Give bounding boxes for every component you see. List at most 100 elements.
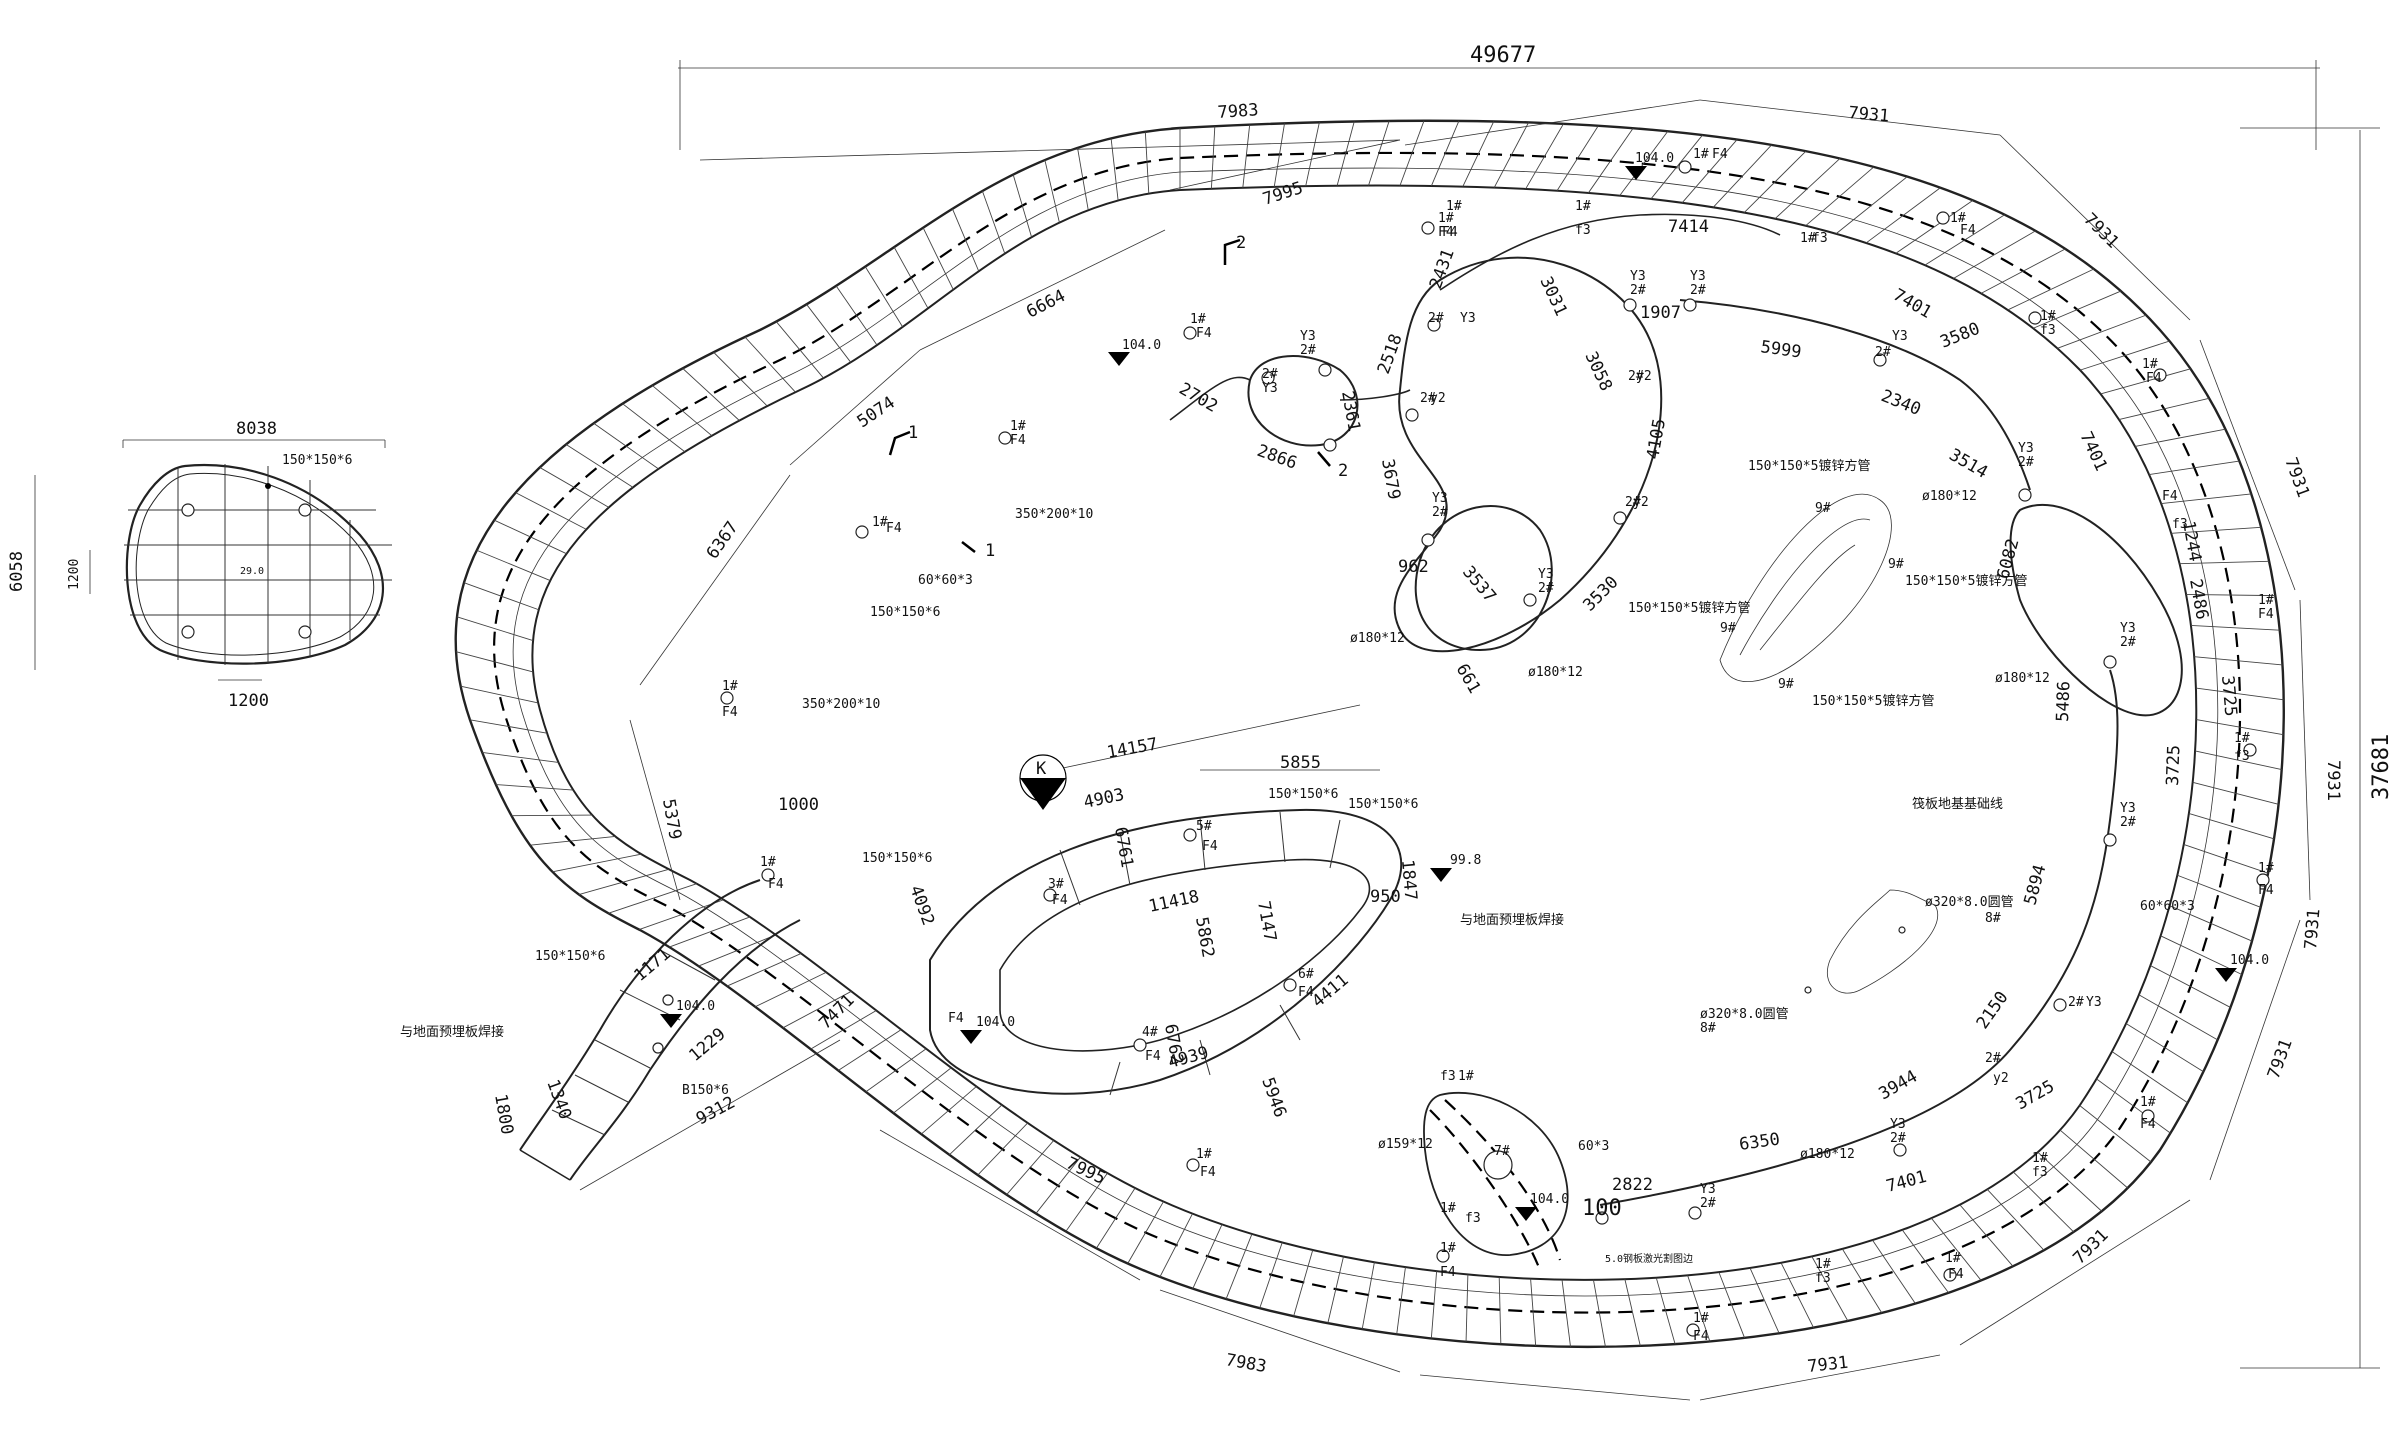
tag-74: F4	[722, 705, 738, 720]
ring-rung	[2100, 368, 2191, 395]
tag-1: 1#	[1693, 147, 1709, 162]
ring-rung	[2179, 560, 2270, 565]
dim-3530: 3530	[1579, 572, 1622, 615]
annot-180x12-d: ø180*12	[1528, 665, 1583, 680]
dim-2361: 2361	[1337, 389, 1364, 433]
ring-rung	[1044, 159, 1060, 223]
tag-34: F4	[2258, 883, 2274, 898]
tag-16: F4	[1960, 223, 1976, 238]
ring-rung	[1619, 131, 1669, 196]
ring-rung	[565, 444, 634, 488]
nodes	[720, 160, 2270, 1337]
ring-rung	[482, 751, 559, 763]
ring-rung	[2138, 994, 2218, 1041]
ring-rung	[865, 1048, 927, 1093]
dim-3514: 3514	[1946, 445, 1991, 483]
tag-82: F4	[1442, 225, 1458, 240]
footing-sketch	[1804, 889, 1938, 994]
tag-75: 1#	[872, 515, 888, 530]
annot-150x150x6-e: 150*150*6	[535, 949, 605, 964]
ring-rung	[1841, 1248, 1883, 1314]
section-detail-dim-bottom: 1200	[228, 691, 269, 711]
tag-81: 1#	[1446, 199, 1462, 214]
tag-49: Y3	[1700, 1182, 1716, 1197]
tag-13: Y3	[1892, 329, 1908, 344]
ring-rung	[806, 304, 852, 363]
bottom-dim-2: 7931	[1806, 1353, 1849, 1377]
small-left-oval	[1247, 355, 1359, 447]
ring-rung	[2171, 526, 2262, 534]
tag-28: 2#	[2120, 635, 2136, 650]
ring-rung	[1865, 187, 1941, 244]
annot-B150x6: B150*6	[682, 1083, 729, 1098]
section-marker-K: K	[1036, 759, 1047, 779]
ring-rung	[864, 266, 904, 328]
tag-69: 3#	[1048, 877, 1064, 892]
ring-rung	[529, 836, 616, 846]
tag-77: 1#	[1010, 419, 1026, 434]
ring-rung	[593, 422, 659, 470]
ring-rung	[1368, 120, 1390, 186]
tag-33: 1#	[2258, 861, 2274, 876]
tag-61: f3	[1465, 1211, 1481, 1226]
ring-rung	[1327, 1256, 1344, 1324]
ring-rung	[2079, 340, 2170, 371]
ring-rung	[1396, 1267, 1406, 1335]
tag-22: 2#	[2018, 455, 2034, 470]
tag-32: 2#	[2120, 815, 2136, 830]
ring-rung	[1361, 1262, 1375, 1330]
ring-rung	[698, 934, 776, 967]
left-dim-4: 6367	[703, 518, 743, 563]
ring-rung	[1336, 121, 1355, 186]
tag-52: F4	[1693, 1329, 1709, 1344]
ring-rung	[837, 1029, 902, 1071]
left-dim-6: 7995	[1063, 1153, 1109, 1188]
ring-rung	[981, 190, 1006, 254]
ring-rung	[1493, 122, 1530, 188]
ring-rung	[2150, 965, 2231, 1008]
annot-180x12-b: ø180*12	[1995, 671, 2050, 686]
ring-rung	[1035, 1156, 1081, 1214]
ring-rung	[1242, 124, 1251, 188]
ring-rung	[2033, 290, 2122, 329]
annot-8-b: 8#	[1700, 1021, 1716, 1036]
ring-rung	[1718, 1271, 1746, 1339]
tag-12: 2#	[1690, 283, 1706, 298]
ring-rung	[1012, 174, 1033, 238]
tag-31: Y3	[2120, 801, 2136, 816]
ring-rung	[494, 519, 567, 555]
dim-5894: 5894	[2021, 863, 2051, 908]
dim-3580: 3580	[1937, 319, 1982, 353]
outer-ring-outer	[454, 119, 2285, 1349]
tag-45: 1#	[1945, 1251, 1961, 1266]
ring-rung	[1624, 1279, 1641, 1346]
tag-2: F4	[1712, 147, 1728, 162]
ring-rung	[2161, 493, 2252, 505]
ring-rung	[2190, 625, 2280, 631]
dim-1229: 1229	[685, 1024, 729, 1066]
tag-41: 1#	[2032, 1151, 2048, 1166]
tag-85: 2#	[1262, 367, 1278, 382]
elevation-5: 104.0	[1530, 1192, 1569, 1207]
tag-78: F4	[1010, 433, 1026, 448]
dim-1171: 1171	[630, 944, 674, 986]
left-dim-7: 7471	[815, 990, 858, 1033]
ring-rung	[511, 814, 593, 817]
ring-rung	[952, 208, 980, 272]
tag-84: 2#	[1300, 343, 1316, 358]
dim-3725b: 3725	[2163, 745, 2184, 787]
annot-150x150x6-b: 150*150*6	[1348, 797, 1418, 812]
ring-rung	[1225, 1233, 1253, 1300]
tag-24: f3	[2172, 517, 2188, 532]
ring-rung	[1953, 230, 2036, 279]
ring-rung	[552, 853, 642, 873]
annot-150x150x6-a: 150*150*6	[1268, 787, 1338, 802]
ring-rung	[1293, 1249, 1314, 1317]
ring-rung	[1931, 1217, 1982, 1281]
right-dim-3: 7931	[2264, 1036, 2297, 1081]
section-detail-center: 29.0	[240, 566, 264, 577]
tag-43: Y3	[1890, 1117, 1906, 1132]
annot-159x12: ø159*12	[1378, 1137, 1433, 1152]
ring-rung	[1065, 1172, 1108, 1232]
dim-7401a: 7401	[1890, 285, 1935, 323]
